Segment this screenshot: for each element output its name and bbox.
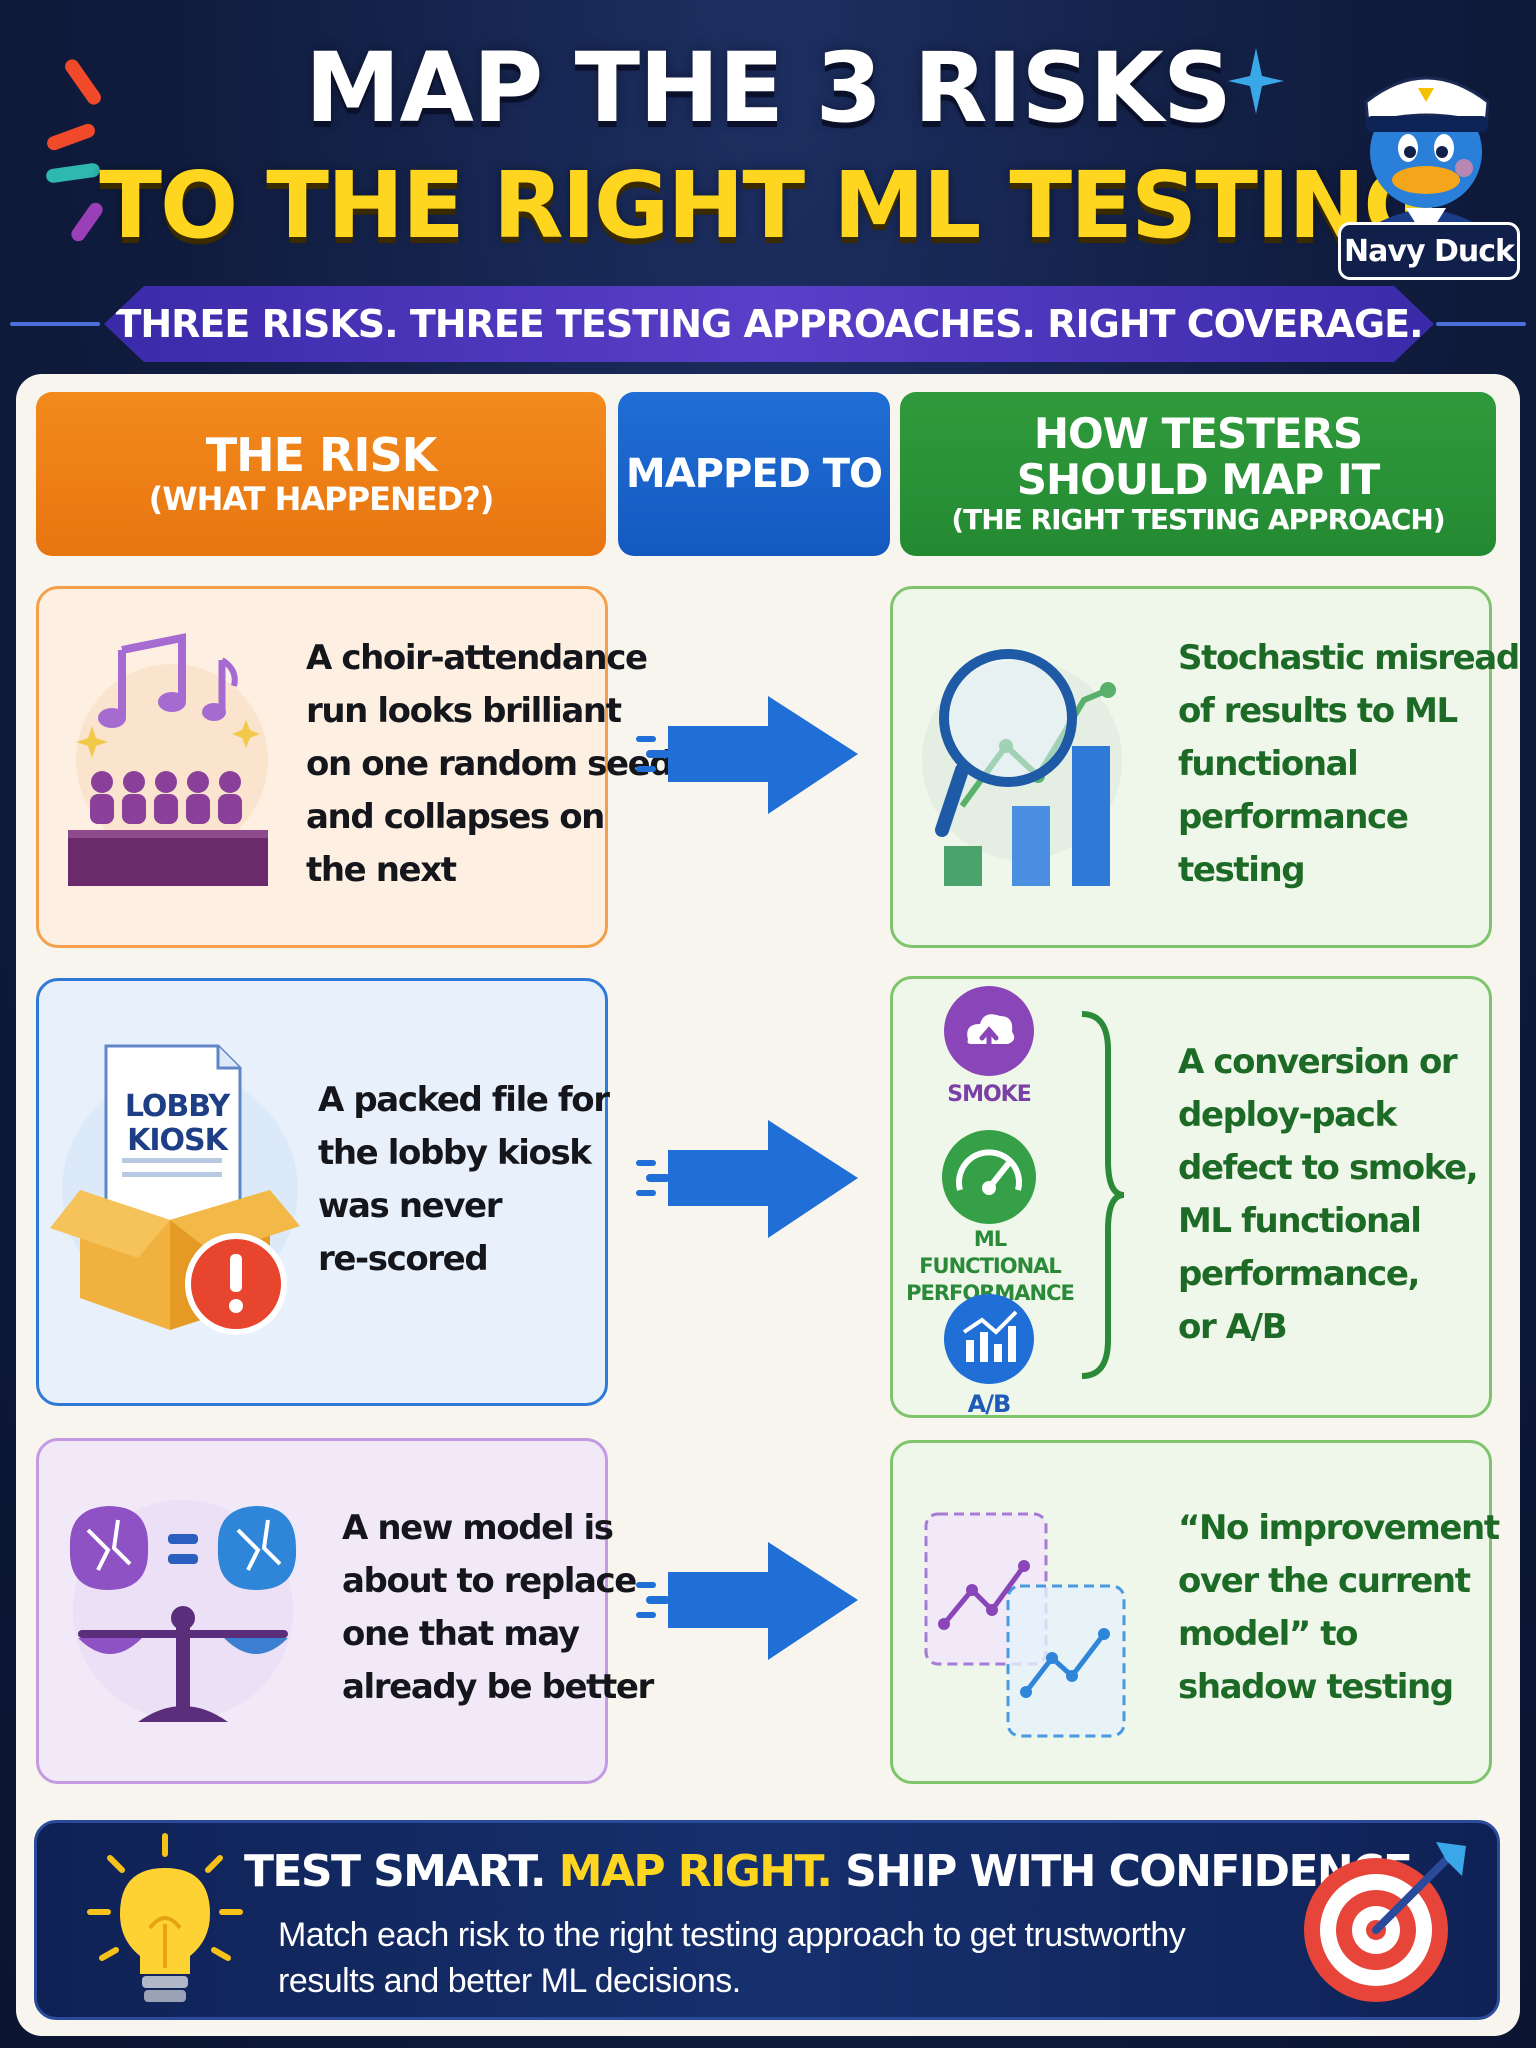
ab-chart-icon bbox=[944, 1294, 1034, 1384]
gauge-icon bbox=[942, 1130, 1036, 1224]
kiosk-file-box-warning-icon bbox=[50, 1044, 300, 1335]
risk-column-header: THE RISK (WHAT HAPPENED?) bbox=[36, 392, 606, 556]
smoke-cloud-icon bbox=[944, 986, 1034, 1076]
approach-header-line2: SHOULD MAP IT bbox=[1016, 455, 1380, 504]
mapping-arrow-1 bbox=[636, 696, 858, 814]
banner-line-right bbox=[1436, 322, 1526, 326]
footer-title: TEST SMART. MAP RIGHT. SHIP WITH CONFIDE… bbox=[244, 1846, 1428, 1897]
approach-column-header: HOW TESTERS SHOULD MAP IT (THE RIGHT TES… bbox=[900, 392, 1496, 556]
risk-card-3 bbox=[36, 1438, 608, 1784]
performance-chart-magnifier-icon bbox=[922, 649, 1122, 886]
approach-card-1 bbox=[890, 586, 1492, 948]
mapped-column-header: MAPPED TO bbox=[618, 392, 890, 556]
mascot-label: Navy Duck bbox=[1338, 222, 1520, 280]
lightbulb-icon bbox=[87, 1833, 243, 2002]
star-sparkle-icon bbox=[1228, 48, 1284, 114]
choir-music-icon bbox=[68, 633, 268, 886]
sparkle-decoration-left bbox=[46, 59, 103, 242]
target-dart-icon bbox=[1304, 1842, 1466, 2002]
footer-body: Match each risk to the right testing app… bbox=[278, 1916, 1186, 2000]
mapped-header-title: MAPPED TO bbox=[625, 451, 883, 497]
mapping-arrow-3 bbox=[636, 1542, 858, 1660]
approach-header-line1: HOW TESTERS bbox=[1033, 409, 1363, 458]
subtitle-banner: THREE RISKS. THREE TESTING APPROACHES. R… bbox=[104, 286, 1434, 362]
page-title-line2: TO THE RIGHT ML TESTING bbox=[99, 152, 1439, 259]
mapping-arrow-2 bbox=[636, 1120, 858, 1238]
subtitle-text: THREE RISKS. THREE TESTING APPROACHES. R… bbox=[115, 302, 1423, 346]
footer-banner bbox=[34, 1820, 1500, 2020]
banner-line-left bbox=[10, 322, 100, 326]
model-comparison-scale-icon bbox=[69, 1500, 297, 1722]
risk-header-title: THE RISK bbox=[205, 428, 438, 482]
approach-header-subtitle: (THE RIGHT TESTING APPROACH) bbox=[951, 503, 1445, 536]
smoke-label: SMOKE bbox=[947, 1082, 1032, 1107]
ab-label: A/B bbox=[967, 1390, 1012, 1418]
curly-brace-icon bbox=[1081, 1011, 1125, 1379]
shadow-testing-charts-icon bbox=[924, 1512, 1126, 1738]
page-title-line1: MAP THE 3 RISKS bbox=[305, 32, 1232, 144]
risk-header-subtitle: (WHAT HAPPENED?) bbox=[148, 480, 495, 518]
